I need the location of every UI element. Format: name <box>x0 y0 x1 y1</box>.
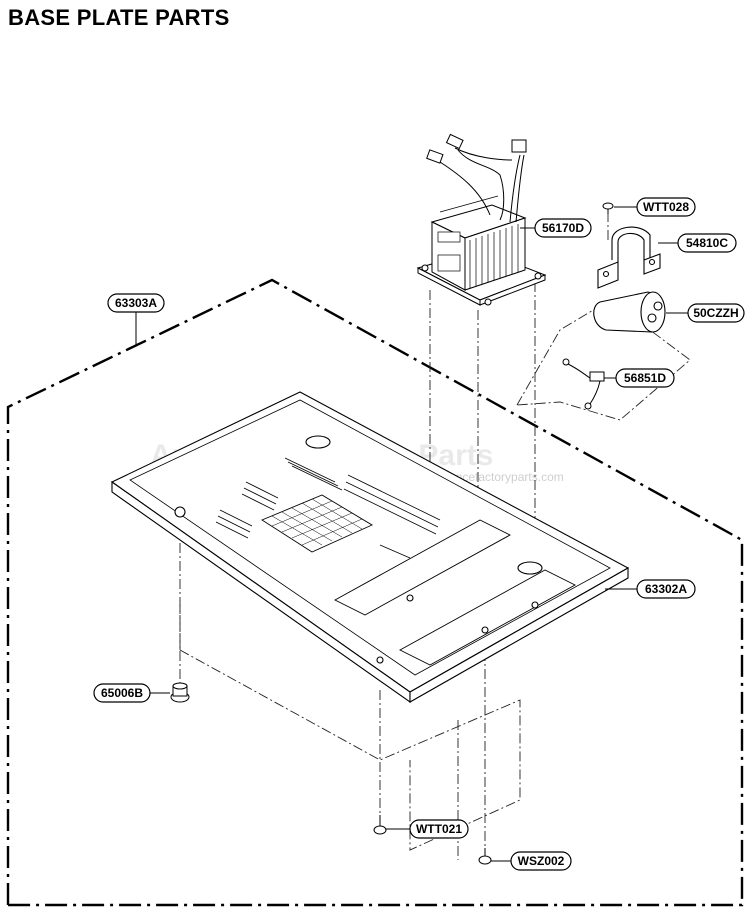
transformer <box>416 195 547 306</box>
screw-icon-wtt028 <box>602 202 614 214</box>
callout-label: 65006B <box>101 686 143 700</box>
screw-icon-wtt021 <box>373 815 387 835</box>
callout-50czzh: 50CZZH <box>666 303 745 323</box>
callout-label: WSZ002 <box>518 854 565 868</box>
callout-label: 63303A <box>115 296 157 310</box>
callout-63303a: 63303A <box>107 293 165 345</box>
callout-63302a: 63302A <box>605 579 696 599</box>
assembly-outline <box>6 278 744 907</box>
foot <box>170 682 190 703</box>
callout-wtt021: WTT021 <box>386 819 469 839</box>
callout-label: 54810C <box>686 236 728 250</box>
callout-label: 56851D <box>624 371 666 385</box>
callout-56851d: 56851D <box>604 368 675 388</box>
callout-wsz002: WSZ002 <box>491 851 572 871</box>
diode <box>562 358 605 410</box>
base-plate <box>110 391 630 704</box>
callout-label: WTT028 <box>643 200 689 214</box>
callout-label: WTT021 <box>416 822 462 836</box>
callout-label: 50CZZH <box>693 306 738 320</box>
callout-wtt028: WTT028 <box>614 197 696 217</box>
page-title: BASE PLATE PARTS <box>8 5 230 30</box>
capacitor <box>593 291 666 333</box>
capacitor-bracket <box>597 226 661 289</box>
screw-icon-wsz002 <box>478 848 492 865</box>
transformer-wires <box>426 133 527 223</box>
callout-label: 56170D <box>542 221 584 235</box>
callout-54810c: 54810C <box>658 233 737 253</box>
callout-label: 63302A <box>645 582 687 596</box>
callout-65006b: 65006B <box>93 683 170 703</box>
callout-56170d: 56170D <box>520 218 592 238</box>
